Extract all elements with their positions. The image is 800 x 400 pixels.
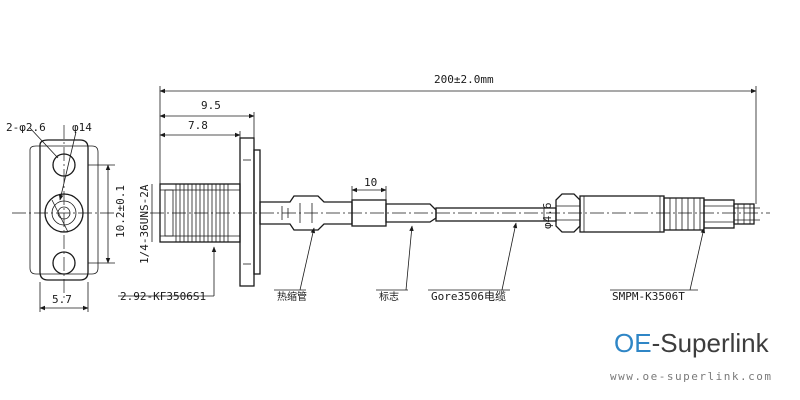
- brand-suffix: -Superlink: [652, 328, 770, 358]
- cable-dia-label: φ4.6: [541, 203, 554, 230]
- flange-width-label: 5.7: [52, 293, 72, 306]
- brand-logo: OE-Superlink www.oe-superlink.com: [610, 328, 772, 383]
- cable-section: [435, 207, 557, 222]
- hole-spec-label: 2-φ2.6: [6, 121, 46, 134]
- cable-label: Gore3506电缆: [431, 290, 506, 303]
- marker-label: 标志: [379, 290, 399, 303]
- overall-length-label: 200±2.0mm: [434, 73, 494, 86]
- connector-b-body: [579, 195, 665, 233]
- callout-leaders: [118, 222, 706, 297]
- brand-url: www.oe-superlink.com: [610, 370, 772, 383]
- flange-front-view: [12, 125, 116, 312]
- dimension-lines: [151, 86, 757, 242]
- segment-length-label: 10: [364, 176, 377, 189]
- connector-b-label: SMPM-K3506T: [612, 290, 685, 303]
- thread-label: 1/4-36UNS-2A: [138, 184, 151, 264]
- body-length-label: 7.8: [188, 119, 208, 132]
- heat-shrink-label: 热缩管: [277, 290, 307, 303]
- brand-prefix: OE: [614, 328, 652, 358]
- flange-depth-label: 9.5: [201, 99, 221, 112]
- svg-text:OE-Superlink: OE-Superlink: [614, 328, 770, 358]
- assembly-side-view: [150, 137, 770, 287]
- flange-dia-label: φ14: [72, 121, 92, 134]
- connector-a-label: 2.92-KF3506S1: [120, 290, 206, 303]
- hole-pitch-label: 10.2±0.1: [114, 185, 127, 238]
